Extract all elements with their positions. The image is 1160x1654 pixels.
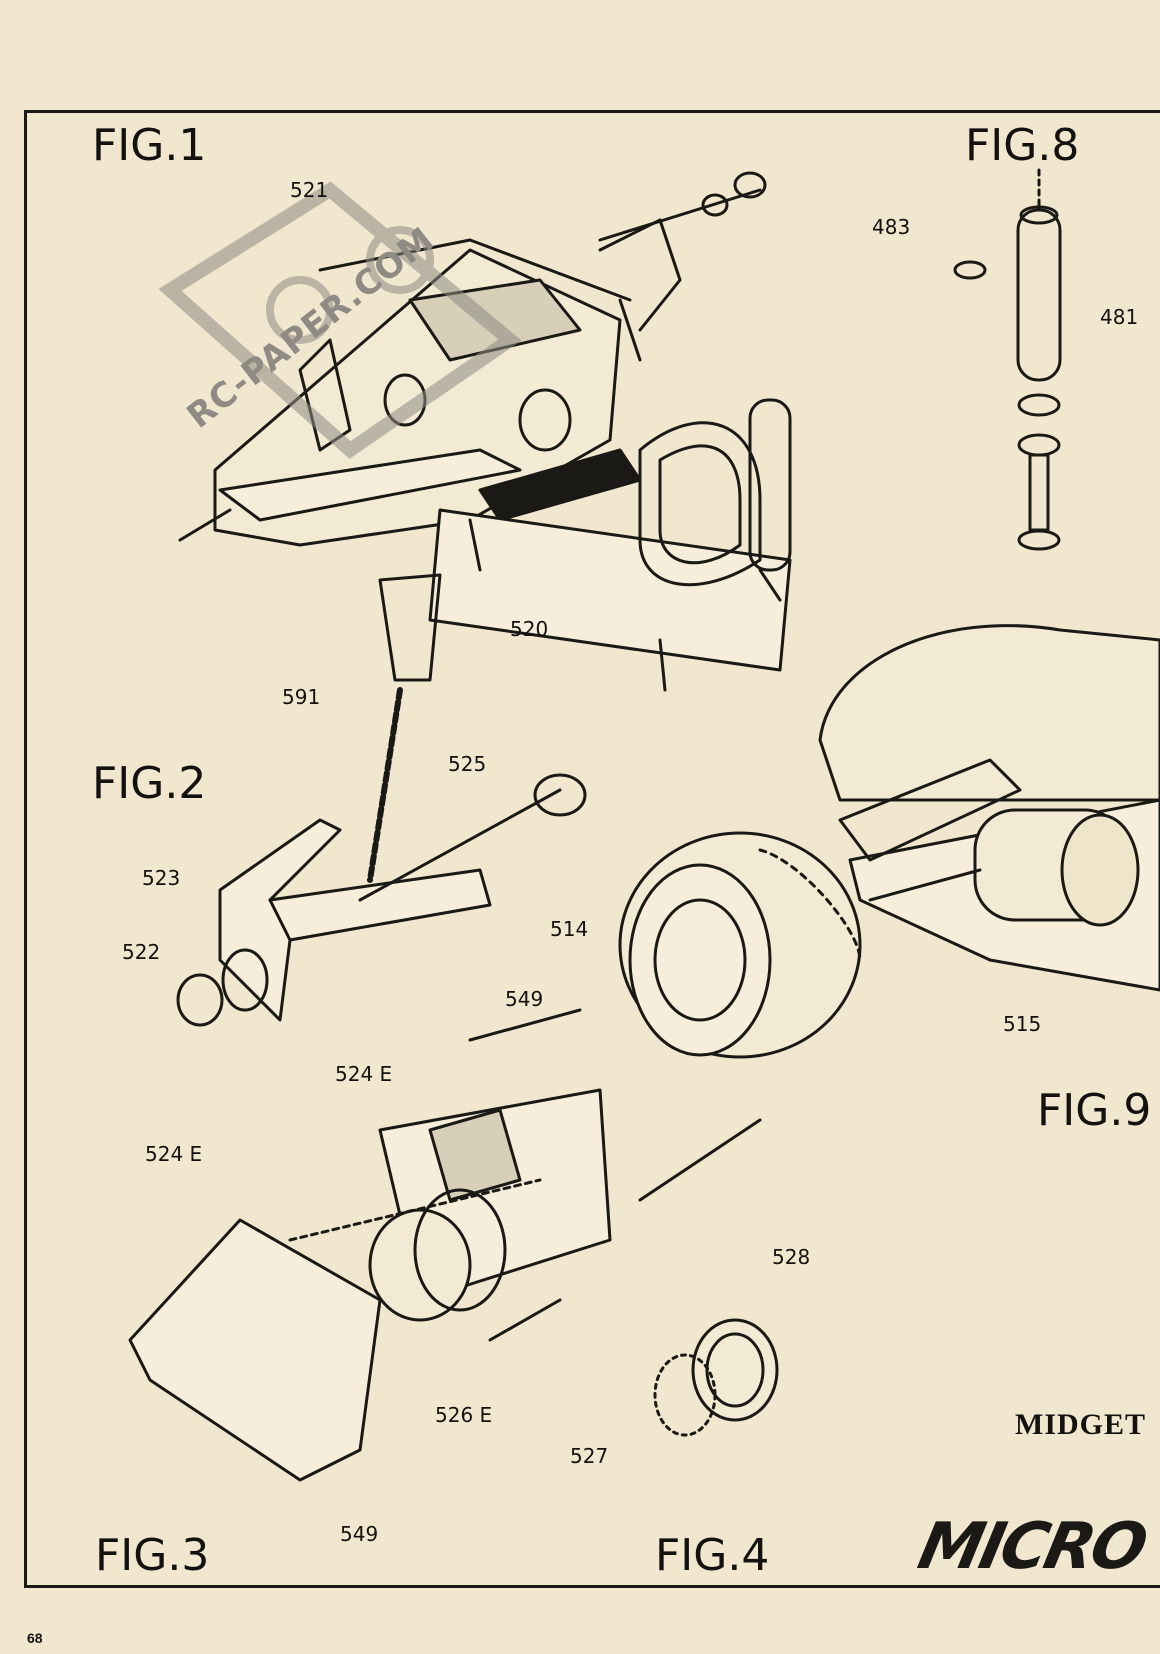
part-label-481: 481: [1100, 305, 1139, 329]
fig8-kingpin: [953, 168, 1062, 551]
part-label-528: 528: [772, 1245, 811, 1269]
midget-side-text: MIDGET: [1015, 1408, 1147, 1441]
part-label-549-bottom: 549: [340, 1522, 379, 1546]
watermark-logo: [158, 181, 522, 459]
part-label-591: 591: [282, 685, 321, 709]
fig3-gearbox: [128, 1008, 762, 1482]
part-label-527: 527: [570, 1444, 609, 1468]
part-label-483: 483: [872, 215, 911, 239]
figure-title-8: FIG.8: [965, 120, 1080, 171]
micro-logo: MICRO: [912, 1510, 1152, 1584]
part-label-520: 520: [510, 617, 549, 641]
part-label-549-top: 549: [505, 987, 544, 1011]
part-label-524e-left: 524 E: [145, 1142, 203, 1166]
part-label-521: 521: [290, 178, 329, 202]
part-label-524e-top: 524 E: [335, 1062, 393, 1086]
part-label-523: 523: [142, 866, 181, 890]
part-label-515: 515: [1003, 1012, 1042, 1036]
fig2-suspension-arm: [176, 573, 587, 1027]
figure-title-1: FIG.1: [92, 120, 207, 171]
part-label-522: 522: [122, 940, 161, 964]
figure-title-3: FIG.3: [95, 1530, 210, 1581]
fig9-car: [618, 624, 1160, 1059]
part-label-525: 525: [448, 752, 487, 776]
page-frame: [24, 110, 1160, 1588]
part-label-526e: 526 E: [435, 1403, 493, 1427]
figure-title-2: FIG.2: [92, 758, 207, 809]
page-number: 68: [27, 1630, 43, 1646]
fig4-bearing: [653, 1318, 779, 1437]
part-label-514: 514: [550, 917, 589, 941]
figure-title-9: FIG.9: [1037, 1085, 1152, 1136]
figure-title-4: FIG.4: [655, 1530, 770, 1581]
